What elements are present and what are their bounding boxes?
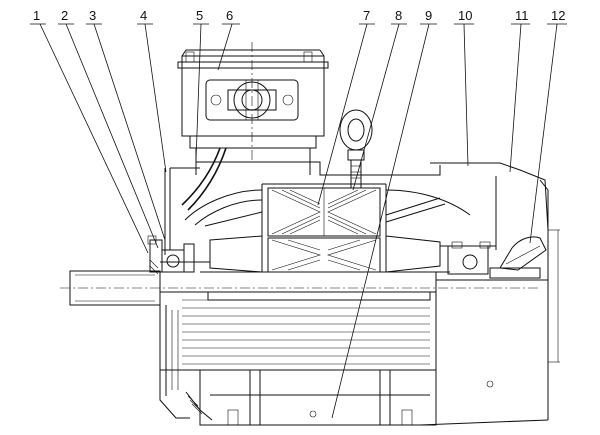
shaft (60, 270, 540, 306)
leader-1 (39, 23, 149, 254)
callout-group: 1 2 3 4 5 6 7 8 9 10 11 12 (30, 8, 567, 419)
front-bearing (147, 235, 210, 273)
callout-7: 7 (363, 8, 370, 23)
callout-6: 6 (226, 8, 233, 23)
front-end-shield (159, 305, 213, 421)
callout-1: 1 (33, 8, 40, 23)
section-hatch (149, 259, 203, 415)
callout-11: 11 (515, 8, 529, 23)
callout-5: 5 (196, 8, 203, 23)
leader-4 (144, 23, 167, 173)
rotor (200, 235, 450, 273)
leader-5 (195, 23, 202, 161)
motor-feet (199, 369, 494, 426)
leader-11 (509, 23, 522, 173)
leader-3 (93, 23, 166, 241)
frame-fins (159, 272, 548, 425)
leader-12 (529, 23, 558, 244)
stator-windings (184, 189, 471, 227)
stator-core (261, 183, 387, 240)
rear-bearing (440, 241, 496, 275)
lifting-eye-bolt (339, 109, 373, 189)
callout-4: 4 (140, 8, 147, 23)
callout-8: 8 (395, 8, 402, 23)
leader-10 (463, 23, 469, 167)
callout-12: 12 (551, 8, 565, 23)
cable (181, 147, 221, 206)
leader-2 (65, 23, 159, 249)
fan (489, 236, 547, 279)
callout-2: 2 (61, 8, 68, 23)
frame-housing (164, 161, 549, 255)
callout-10: 10 (458, 8, 472, 23)
terminal-box (177, 42, 329, 175)
fan-cover (419, 176, 560, 426)
callout-3: 3 (89, 8, 96, 23)
callout-9: 9 (425, 8, 432, 23)
leader-6 (217, 23, 233, 71)
